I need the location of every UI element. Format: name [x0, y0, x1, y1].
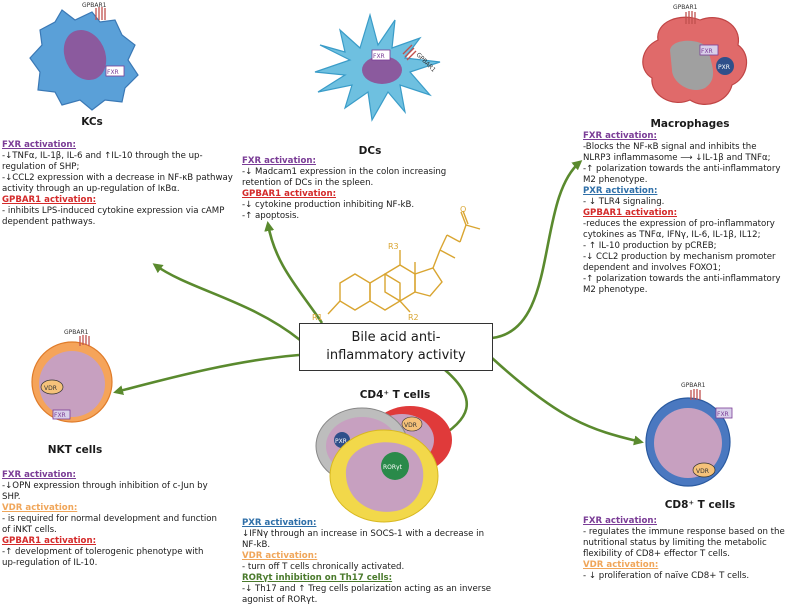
- nkt-gpbar1-heading: GPBAR1 activation:: [2, 536, 97, 546]
- nkt-fxr-label: FXR: [54, 412, 66, 419]
- mac-gpbar1-line3: -↓ CCL2 production by mechanism promoter…: [583, 252, 776, 273]
- nkt-fxr-heading: FXR activation:: [2, 470, 76, 480]
- cd8-vdr-line1: - ↓ proliferation of naïve CD8+ T cells.: [583, 571, 750, 581]
- kcs-gpbar1-heading: GPBAR1 activation:: [2, 195, 97, 205]
- r2-label: R2: [408, 313, 419, 322]
- mac-pxr-line1: - ↓ TLR4 signaling.: [583, 197, 665, 207]
- cd4-roryt-heading: RORγt inhibition on Th17 cells:: [242, 573, 393, 583]
- cd8-gpbar1-label: GPBAR1: [681, 382, 706, 389]
- nkt-vdr-line1: - is required for normal development and…: [2, 514, 217, 535]
- mac-pxr-label: PXR: [718, 64, 730, 71]
- mac-fxr-line2: -↑ polarization towards the anti-inflamm…: [583, 164, 781, 185]
- r3-label: R3: [388, 242, 399, 251]
- nkt-vdr-heading: VDR activation:: [2, 503, 78, 513]
- cd8-cell-illustration: FXR VDR GPBAR1: [645, 382, 733, 487]
- macrophages-title: Macrophages: [650, 118, 730, 130]
- cd8-fxr-line1: - regulates the immune response based on…: [583, 527, 785, 559]
- cd4-vdr-label: VDR: [404, 422, 417, 429]
- r1-label: R1: [312, 313, 323, 322]
- dcs-title: DCs: [358, 145, 382, 157]
- dcs-gpbar1-line2: -↑ apoptosis.: [242, 211, 300, 221]
- kcs-gpbar1-line1: - inhibits LPS-induced cytokine expressi…: [2, 206, 225, 227]
- cd8-vdr-label: VDR: [696, 468, 709, 475]
- dcs-text-block: FXR activation: -↓ Madcam1 expression in…: [242, 156, 474, 222]
- cd4-pxr-label: PXR: [335, 438, 347, 445]
- cd8-text-block: FXR activation: - regulates the immune r…: [583, 516, 785, 582]
- macrophages-text-block: FXR activation: -Blocks the NF-κB signal…: [583, 131, 785, 296]
- center-title-line2: inflammatory activity: [326, 348, 466, 363]
- cd8-title: CD8⁺ T cells: [664, 499, 736, 511]
- cd4-title: CD4⁺ T cells: [359, 389, 431, 401]
- nkt-nucleus: [39, 351, 105, 417]
- arrow-to-macrophages: [491, 160, 583, 340]
- mac-gpbar1-heading: GPBAR1 activation:: [583, 208, 678, 218]
- cd4-text-block: PXR activation: ↓IFNγ through an increas…: [242, 518, 492, 606]
- cd4-roryt-line1: -↓ Th17 and ↑ Treg cells polarization ac…: [242, 584, 492, 605]
- kc-nucleus: [63, 29, 107, 81]
- center-title-box: Bile acid anti- inflammatory activity: [299, 323, 493, 371]
- nkt-cell-illustration: VDR FXR GPBAR1: [31, 329, 113, 423]
- dcs-fxr-heading: FXR activation:: [242, 156, 316, 166]
- kcs-fxr-line2: -↓CCL2 expression with a decrease in NF-…: [2, 173, 233, 194]
- dc-cell-illustration: FXR GPBAR1: [314, 12, 441, 122]
- nkt-gpbar1-label: GPBAR1: [64, 329, 89, 336]
- kcs-title: KCs: [81, 116, 103, 128]
- mac-gpbar1-line4: -↑ polarization towards the anti-inflamm…: [583, 274, 781, 295]
- mac-fxr-heading: FXR activation:: [583, 131, 657, 141]
- dcs-gpbar1-line1: -↓ cytokine production inhibiting NF-kB.: [242, 200, 415, 210]
- mac-fxr-line1: -Blocks the NF-κB signal and inhibits th…: [583, 142, 771, 163]
- mac-fxr-label: FXR: [701, 48, 713, 55]
- mac-gpbar1-line2: - ↑ IL-10 production by pCREB;: [583, 241, 717, 251]
- kc-cell-illustration: FXR GPBAR1: [29, 2, 139, 111]
- cd4-vdr-line1: - turn off T cells chronically activated…: [242, 562, 405, 572]
- dcs-fxr-line1: -↓ Madcam1 expression in the colon incre…: [242, 167, 447, 188]
- cd4-roryt-label: RORγt: [383, 464, 403, 471]
- arrows: [113, 160, 644, 446]
- kcs-fxr-heading: FXR activation:: [2, 140, 76, 150]
- center-title-line1: Bile acid anti-: [351, 330, 441, 345]
- arrow-to-cd8: [491, 357, 644, 446]
- arrow-to-nkt: [113, 353, 300, 396]
- arrow-to-kcs: [152, 263, 301, 342]
- cd8-vdr-heading: VDR activation:: [583, 560, 659, 570]
- mac-gpbar1-line1: -reduces the expression of pro-inflammat…: [583, 219, 775, 240]
- macrophage-illustration: FXR PXR GPBAR1: [642, 4, 748, 105]
- cd8-fxr-label: FXR: [717, 411, 729, 418]
- arrow-to-dcs: [264, 221, 324, 324]
- kc-fxr-label: FXR: [107, 69, 119, 76]
- dc-fxr-label: FXR: [373, 53, 385, 60]
- cd4-pxr-heading: PXR activation:: [242, 518, 317, 528]
- cd4-pxr-line1: ↓IFNγ through an increase in SOCS-1 with…: [242, 529, 485, 550]
- nkt-vdr-label: VDR: [44, 385, 57, 392]
- nkt-gpbar1-line1: -↑ development of tolerogenic phenotype …: [2, 547, 204, 568]
- cd8-fxr-heading: FXR activation:: [583, 516, 657, 526]
- dc-nucleus: [362, 56, 402, 84]
- ketone-o-label: O: [460, 205, 466, 214]
- mac-gpbar1-label: GPBAR1: [673, 4, 698, 11]
- dcs-gpbar1-heading: GPBAR1 activation:: [242, 189, 337, 199]
- cd4-vdr-heading: VDR activation:: [242, 551, 318, 561]
- bile-acid-molecule: [327, 210, 481, 315]
- kcs-text-block: FXR activation: -↓TNFα, IL-1β, IL-6 and …: [2, 140, 234, 228]
- nkt-title: NKT cells: [47, 444, 103, 456]
- mac-pxr-heading: PXR activation:: [583, 186, 658, 196]
- nkt-fxr-line1: -↓OPN expression through inhibition of c…: [2, 481, 208, 502]
- kc-gpbar1-label: GPBAR1: [82, 2, 107, 9]
- cd4-cells-illustration: VDR PXR RORγt: [315, 406, 452, 523]
- nkt-text-block: FXR activation: -↓OPN expression through…: [2, 470, 220, 569]
- kcs-fxr-line1: -↓TNFα, IL-1β, IL-6 and ↑IL-10 through t…: [2, 151, 203, 172]
